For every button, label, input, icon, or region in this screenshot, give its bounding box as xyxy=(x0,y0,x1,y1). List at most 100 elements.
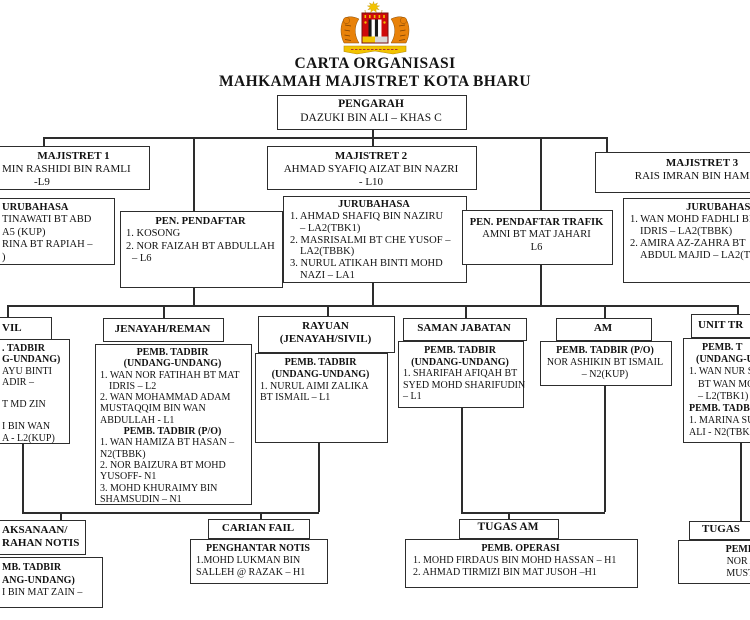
text-line: L6 xyxy=(530,241,543,253)
text-line: PEN. PENDAFTAR xyxy=(155,216,246,227)
text-line: DAZUKI BIN ALI – KHAS C xyxy=(300,111,442,124)
text-line: TINAWATI BT ABD xyxy=(2,214,92,226)
text-line: SYED MOHD SHARIFUDIN xyxy=(403,379,526,391)
text-line: AYU BINTI xyxy=(2,365,52,377)
connector-line xyxy=(461,408,463,512)
text-line: 1. WAN MOHD FADHLI BI xyxy=(630,214,750,226)
text-line: 1. SHARIFAH AFIQAH BT xyxy=(403,368,518,379)
text-line: PEMB. TADBIR xyxy=(284,357,357,368)
text-line: PEMB. TADBIR (P/O) xyxy=(123,426,222,438)
connector-line xyxy=(606,137,608,152)
connector-line xyxy=(540,137,542,210)
text-line: – N2(KUP) xyxy=(581,368,629,380)
text-line xyxy=(0,410,69,421)
text-line: G-UNDANG) xyxy=(2,354,61,366)
connector-line xyxy=(461,512,605,514)
text-line: ANG-UNDANG) xyxy=(2,574,75,586)
text-line: RINA BT RAPIAH – xyxy=(2,239,93,251)
text-line: (JENAYAH/SIVIL) xyxy=(279,333,372,346)
connector-line xyxy=(327,305,329,316)
node-jenayah-header: JENAYAH/REMAN xyxy=(103,318,224,342)
connector-line xyxy=(604,386,606,512)
connector-line xyxy=(60,512,62,520)
connector-line xyxy=(465,305,467,318)
text-line: – LA2(TBK1) xyxy=(300,222,361,234)
text-line: MIN RASHIDI BIN RAMLI xyxy=(2,162,131,175)
text-line: URUBAHASA xyxy=(2,202,69,213)
connector-line xyxy=(372,137,374,146)
connector-line xyxy=(22,444,24,512)
text-line: RAYUAN xyxy=(302,320,349,332)
text-line: VIL xyxy=(2,322,22,334)
text-line: CARIAN FAIL xyxy=(221,522,295,534)
connector-line xyxy=(540,265,542,305)
text-line: UNIT TR xyxy=(698,319,744,331)
text-line: PENGARAH xyxy=(338,98,404,110)
text-line: 3. NURUL ATIKAH BINTI MOHD xyxy=(290,258,443,270)
text-line: AM xyxy=(593,322,613,334)
text-line: 1. MARINA SU xyxy=(689,415,750,427)
chart-title-line2: MAHKAMAH MAJISTRET KOTA BHARU xyxy=(218,73,531,90)
node-unit-header: UNIT TR xyxy=(691,314,750,338)
text-line: (UNDANG-U xyxy=(696,354,750,366)
text-line: (UNDANG-UNDANG) xyxy=(123,358,222,370)
text-line: TUGAS AM xyxy=(477,521,539,533)
text-line: MUSTAFA xyxy=(726,568,750,579)
text-line: ABDULLAH - L1 xyxy=(100,414,175,426)
malaysia-coat-of-arms-icon xyxy=(340,1,410,55)
text-line: 2. AMIRA AZ-ZAHRA BT xyxy=(630,238,746,250)
text-line: PEMB. T xyxy=(702,342,743,353)
node-rayuan-content: PEMB. TADBIR(UNDANG-UNDANG)1. NURUL AIMI… xyxy=(255,353,388,443)
text-line: T MD ZIN xyxy=(2,399,46,411)
text-line: PEMB. TADBI xyxy=(689,402,750,414)
text-line: 3. MOHD KHURAIMY BIN xyxy=(100,482,218,494)
text-line: PEMB. TADBIR (P/O) xyxy=(556,345,654,356)
connector-line xyxy=(163,305,165,318)
text-line: 1. AHMAD SHAFIQ BIN NAZIRU xyxy=(290,210,444,222)
node-am-content: PEMB. TADBIR (P/O)NOR ASHIKIN BT ISMAIL–… xyxy=(540,341,672,386)
text-line: BT WAN MO xyxy=(698,378,750,390)
connector-line xyxy=(508,512,510,519)
text-line: N2(TBBK) xyxy=(100,448,146,460)
text-line: JURUBAHASA xyxy=(338,199,410,210)
text-line: MAJISTRET 1 xyxy=(37,150,110,162)
node-tugas-am-header: TUGAS AM xyxy=(459,519,559,539)
text-line: 2. MASRISALMI BT CHE YUSOF – xyxy=(290,234,451,246)
connector-line xyxy=(318,443,320,512)
text-line: (UNDANG-UNDANG) xyxy=(411,356,509,368)
node-jenayah-content: PEMB. TADBIR(UNDANG-UNDANG)1. WAN NOR FA… xyxy=(95,344,252,505)
text-line: ABDUL MAJID – LA2(TB xyxy=(640,250,750,262)
text-line: 2. NOR BAIZURA BT MOHD xyxy=(100,459,226,471)
text-line: 1. WAN HAMIZA BT HASAN – xyxy=(100,437,235,449)
node-saman-header: SAMAN JABATAN xyxy=(403,318,527,341)
node-rayuan-header: RAYUAN(JENAYAH/SIVIL) xyxy=(258,316,395,353)
text-line: MAJISTRET 3 xyxy=(665,157,739,169)
connector-line xyxy=(43,137,45,146)
text-line: . TADBIR xyxy=(2,343,45,354)
text-line: 1. MOHD FIRDAUS BIN MOHD HASSAN – H1 xyxy=(413,555,617,566)
text-line: AHMAD SYAFIQ AIZAT BIN NAZRI xyxy=(283,162,459,175)
text-line: NAZI – LA1 xyxy=(300,270,355,282)
node-tugas2-header: TUGAS xyxy=(689,521,750,540)
text-line: AKSANAAN/ xyxy=(2,524,68,536)
text-line: YUSOFF- N1 xyxy=(100,471,157,483)
text-line: 1. WAN NUR S xyxy=(689,366,750,378)
text-line: 1.MOHD LUKMAN BIN xyxy=(196,555,301,566)
node-am-header: AM xyxy=(556,318,652,341)
connector-line xyxy=(372,130,374,137)
text-line: – L2(TBK1) xyxy=(698,390,749,402)
text-line: BT ISMAIL – L1 xyxy=(260,392,331,404)
text-line: – L6 xyxy=(132,253,152,265)
